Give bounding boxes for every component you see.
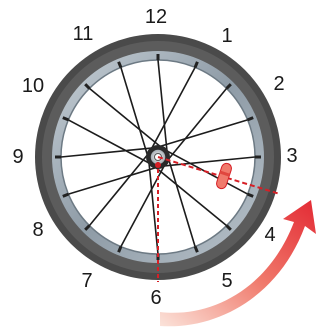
clock-label-2: 2 [264,72,294,96]
spoke-nipple [119,62,121,68]
clock-label-4: 4 [255,223,285,247]
clock-label-5: 5 [212,269,242,293]
clock-label-9: 9 [3,145,33,169]
hub-marker-dot [155,162,161,168]
clock-label-8: 8 [23,218,53,242]
clock-label-7: 7 [72,269,102,293]
clock-label-12: 12 [141,5,171,29]
spoke-nipple [248,194,254,196]
spoke-nipple [63,118,69,120]
clock-label-3: 3 [277,144,307,168]
spoke-nipple [119,247,121,253]
spoke-nipple [248,118,254,120]
clock-label-6: 6 [141,286,171,310]
spoke-nipple [195,247,197,253]
clock-label-1: 1 [212,24,242,48]
clock-label-11: 11 [68,22,98,46]
clock-label-10: 10 [18,74,48,98]
spoke-nipple [195,62,197,68]
spoke-nipple [63,194,69,196]
